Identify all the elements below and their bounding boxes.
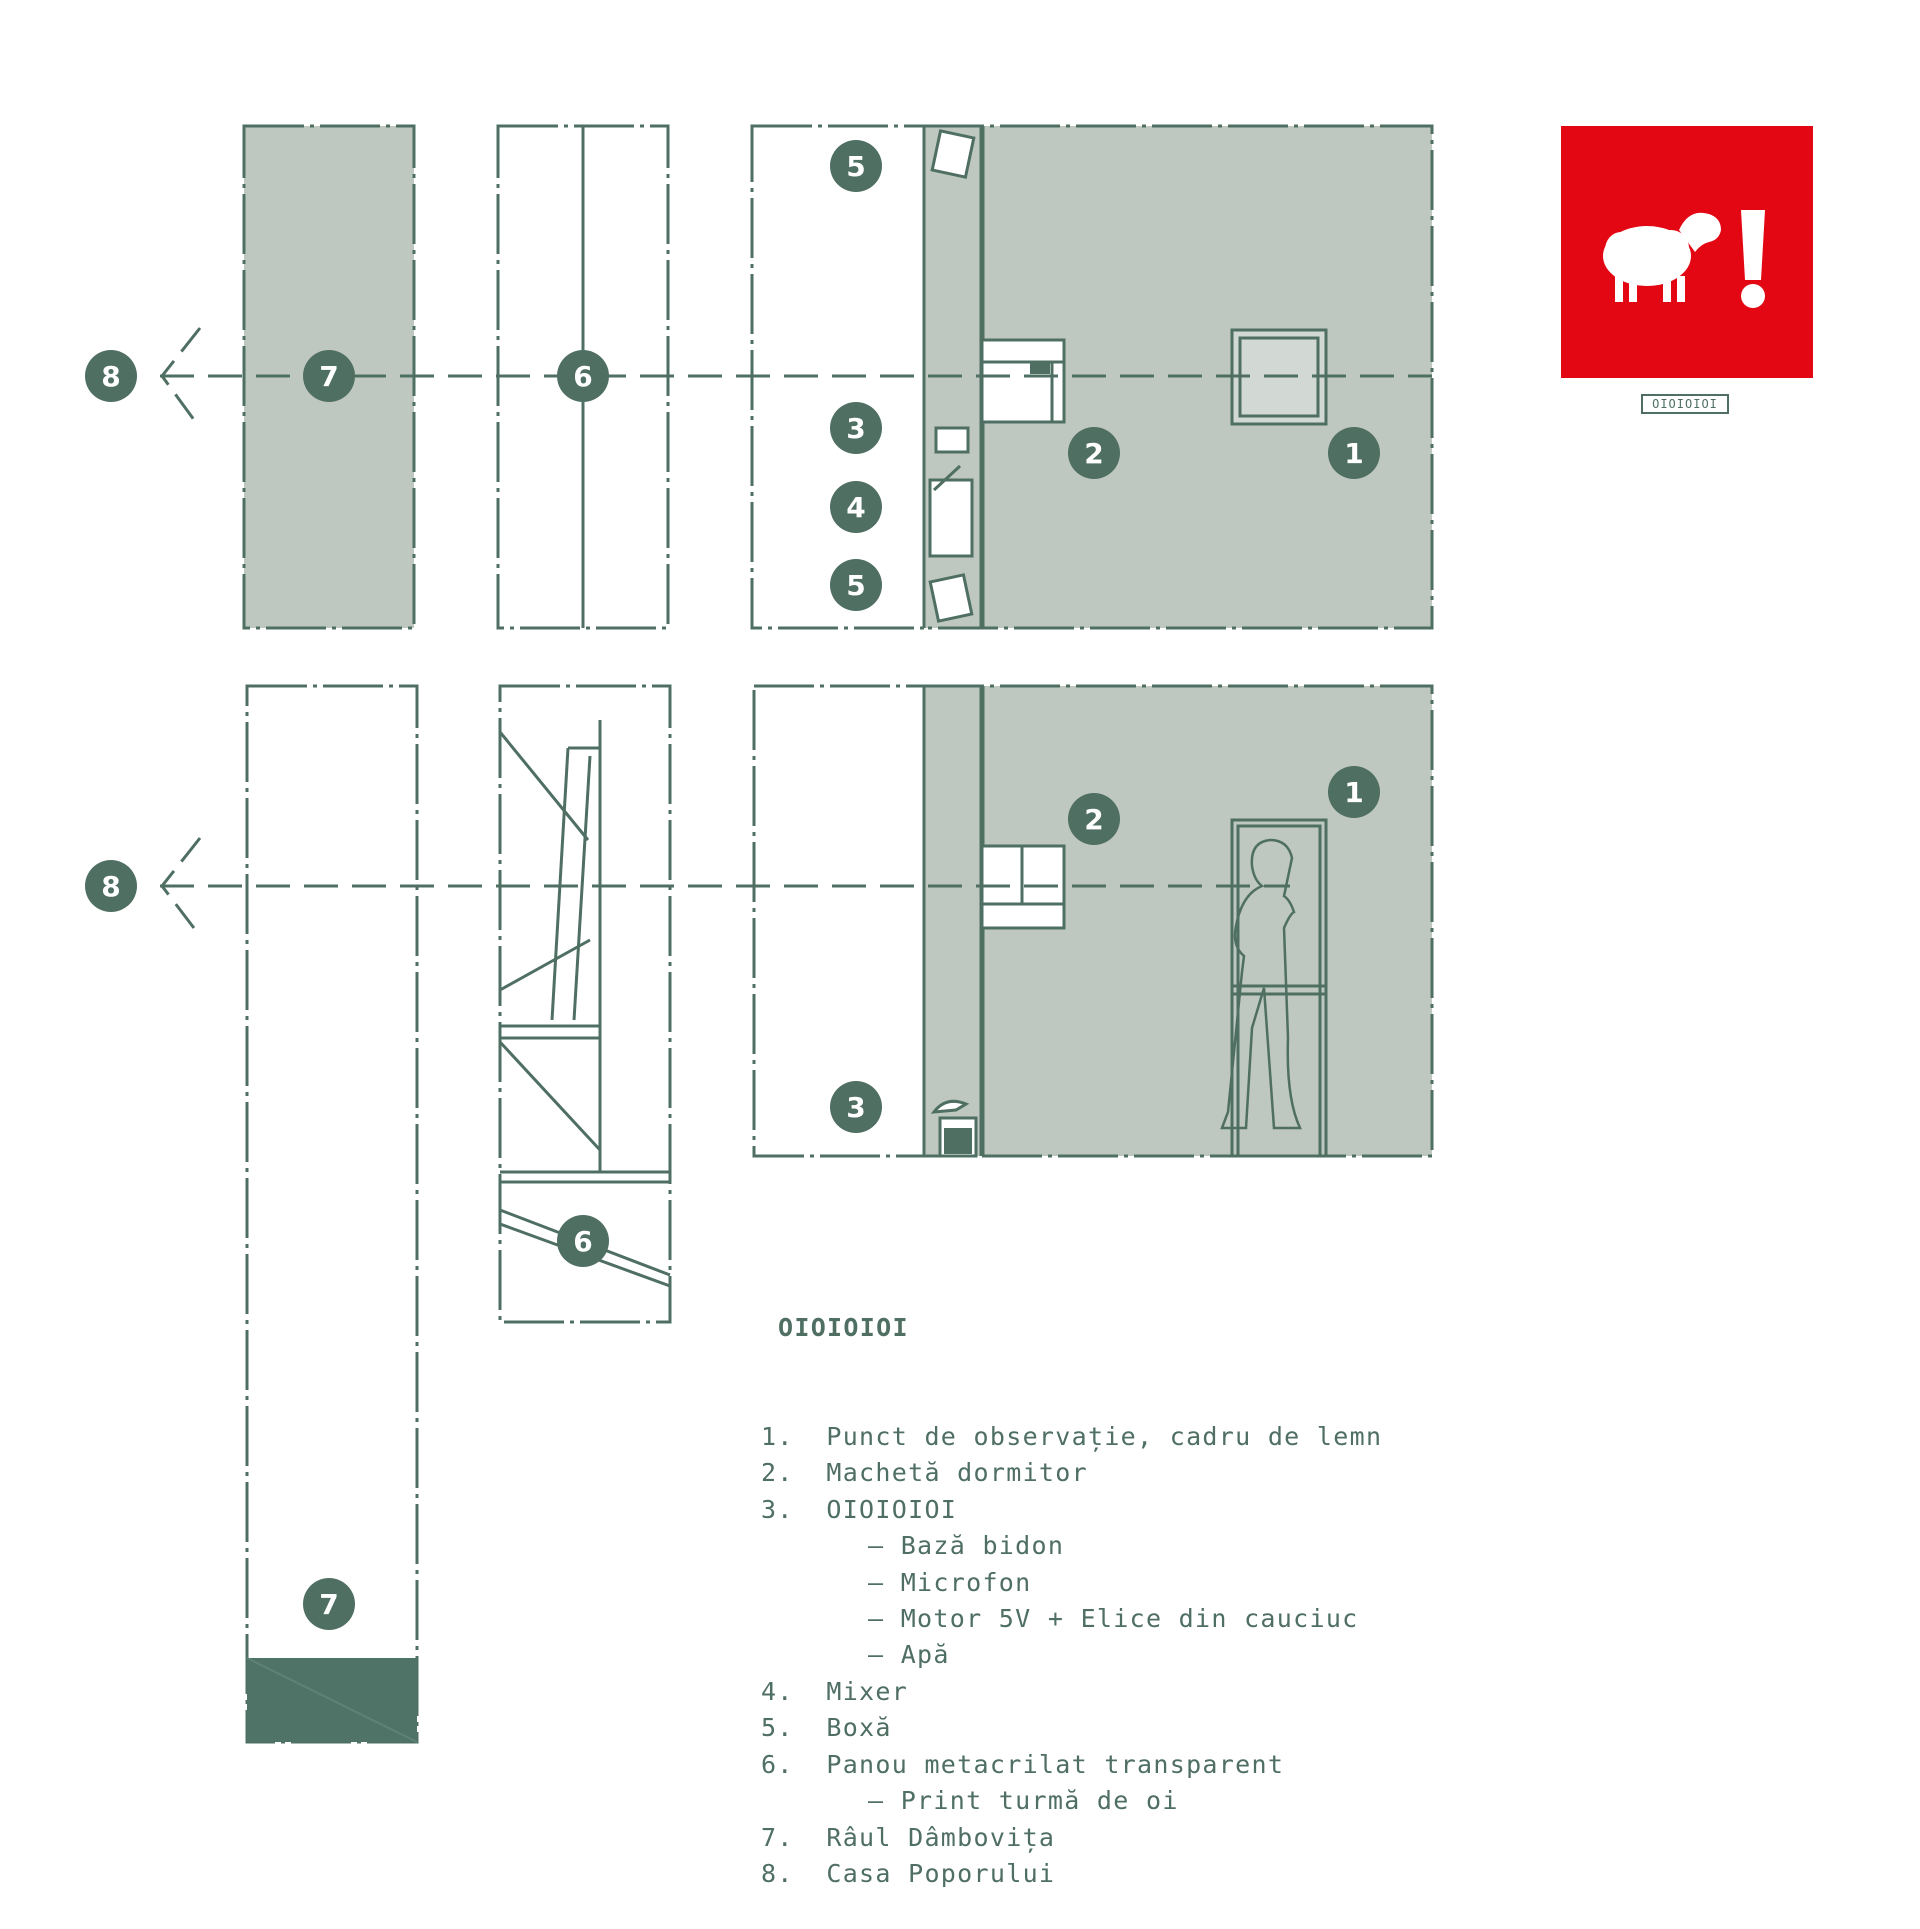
marker-8-top: 8 <box>85 350 137 402</box>
legend-item-text: Machetă dormitor <box>810 1458 1088 1488</box>
legend-item-text: OIOIOIOI <box>810 1494 958 1524</box>
legend-item-text: Râul Dâmbovița <box>810 1822 1056 1852</box>
marker-8-bottom: 8 <box>85 860 137 912</box>
arrow-to-casa-bottom <box>160 837 202 937</box>
legend-item-text: Boxă <box>810 1713 892 1743</box>
marker-2-bottom: 2 <box>1068 793 1120 845</box>
legend-item-number: 5. <box>760 1713 810 1743</box>
person-silhouette <box>1220 838 1302 1130</box>
bedroom-model-top <box>980 338 1066 424</box>
legend-item-number: 4. <box>760 1676 810 1706</box>
svg-text:5: 5 <box>846 569 865 602</box>
marker-5-upper: 5 <box>830 140 882 192</box>
marker-3-top: 3 <box>830 402 882 454</box>
speaker-bottom <box>928 573 974 623</box>
svg-text:8: 8 <box>101 870 120 903</box>
legend-title: OIOIOIOI <box>778 1312 909 1342</box>
marker-7-top: 7 <box>303 350 355 402</box>
sheep-icon <box>1603 212 1721 302</box>
svg-text:6: 6 <box>573 1225 592 1258</box>
svg-text:1: 1 <box>1344 437 1363 470</box>
legend-item: 1. Punct de observație, cadru de lemn <box>760 1419 1382 1455</box>
legend-item: 7. Râul Dâmbovița <box>760 1820 1382 1856</box>
legend-item-number: 2. <box>760 1458 810 1488</box>
logo-tag: OIOIOIOI <box>1641 394 1729 414</box>
legend-item: 5. Boxă <box>760 1710 1382 1746</box>
marker-1-top: 1 <box>1328 427 1380 479</box>
legend-item-number: 3. <box>760 1494 810 1524</box>
svg-text:3: 3 <box>846 1091 865 1124</box>
speaker-top <box>930 129 976 179</box>
legend-sub-item: — Apă <box>868 1640 950 1670</box>
legend-item: 2. Machetă dormitor <box>760 1455 1382 1491</box>
legend-item-number: 7. <box>760 1822 810 1852</box>
legend-item: 4. Mixer <box>760 1674 1382 1710</box>
mixer-box <box>934 426 970 454</box>
legend-item-text: Mixer <box>810 1676 909 1706</box>
marker-6-top: 6 <box>557 350 609 402</box>
arrow-to-casa-top <box>160 327 202 429</box>
exclamation-icon <box>1741 210 1765 308</box>
markers: 8 7 6 5 3 4 5 2 1 8 2 1 3 6 7 <box>85 140 1380 1630</box>
legend-sub-item: — Microfon <box>868 1567 1032 1597</box>
legend: OIOIOIOI 1. Punct de observație, cadru d… <box>760 1237 1382 1929</box>
marker-1-bottom: 1 <box>1328 766 1380 818</box>
legend-item-number: 8. <box>760 1858 810 1888</box>
river-panel-bottom <box>245 684 419 1744</box>
svg-text:6: 6 <box>573 360 592 393</box>
legend-item-number: 1. <box>760 1422 810 1452</box>
svg-text:1: 1 <box>1344 776 1363 809</box>
marker-7-bottom: 7 <box>303 1578 355 1630</box>
legend-item: 3. OIOIOIOI <box>760 1492 1382 1528</box>
svg-text:4: 4 <box>846 491 865 524</box>
brand-logo <box>1561 126 1813 378</box>
legend-item: 6. Panou metacrilat transparent <box>760 1747 1382 1783</box>
svg-text:8: 8 <box>101 360 120 393</box>
bottom-section <box>160 684 1434 1744</box>
svg-text:7: 7 <box>319 360 338 393</box>
svg-text:7: 7 <box>319 1588 338 1621</box>
svg-text:3: 3 <box>846 412 865 445</box>
legend-sub-item: — Print turmă de oi <box>868 1786 1179 1816</box>
legend-sub-item: — Bază bidon <box>868 1531 1065 1561</box>
tank-box <box>928 478 974 558</box>
legend-item-text: Punct de observație, cadru de lemn <box>810 1422 1383 1452</box>
marker-3-bottom: 3 <box>830 1081 882 1133</box>
marker-4-top: 4 <box>830 481 882 533</box>
svg-text:2: 2 <box>1084 803 1103 836</box>
room-white-bottom <box>752 684 926 1158</box>
marker-2-top: 2 <box>1068 427 1120 479</box>
legend-item-text: Panou metacrilat transparent <box>810 1749 1285 1779</box>
legend-sub-item: — Motor 5V + Elice din cauciuc <box>868 1604 1359 1634</box>
legend-item-number: 6. <box>760 1749 810 1779</box>
marker-5-lower: 5 <box>830 559 882 611</box>
legend-item-text: Casa Poporului <box>810 1858 1056 1888</box>
svg-text:5: 5 <box>846 150 865 183</box>
svg-text:2: 2 <box>1084 437 1103 470</box>
marker-6-bottom: 6 <box>557 1215 609 1267</box>
legend-item: 8. Casa Poporului <box>760 1856 1382 1892</box>
